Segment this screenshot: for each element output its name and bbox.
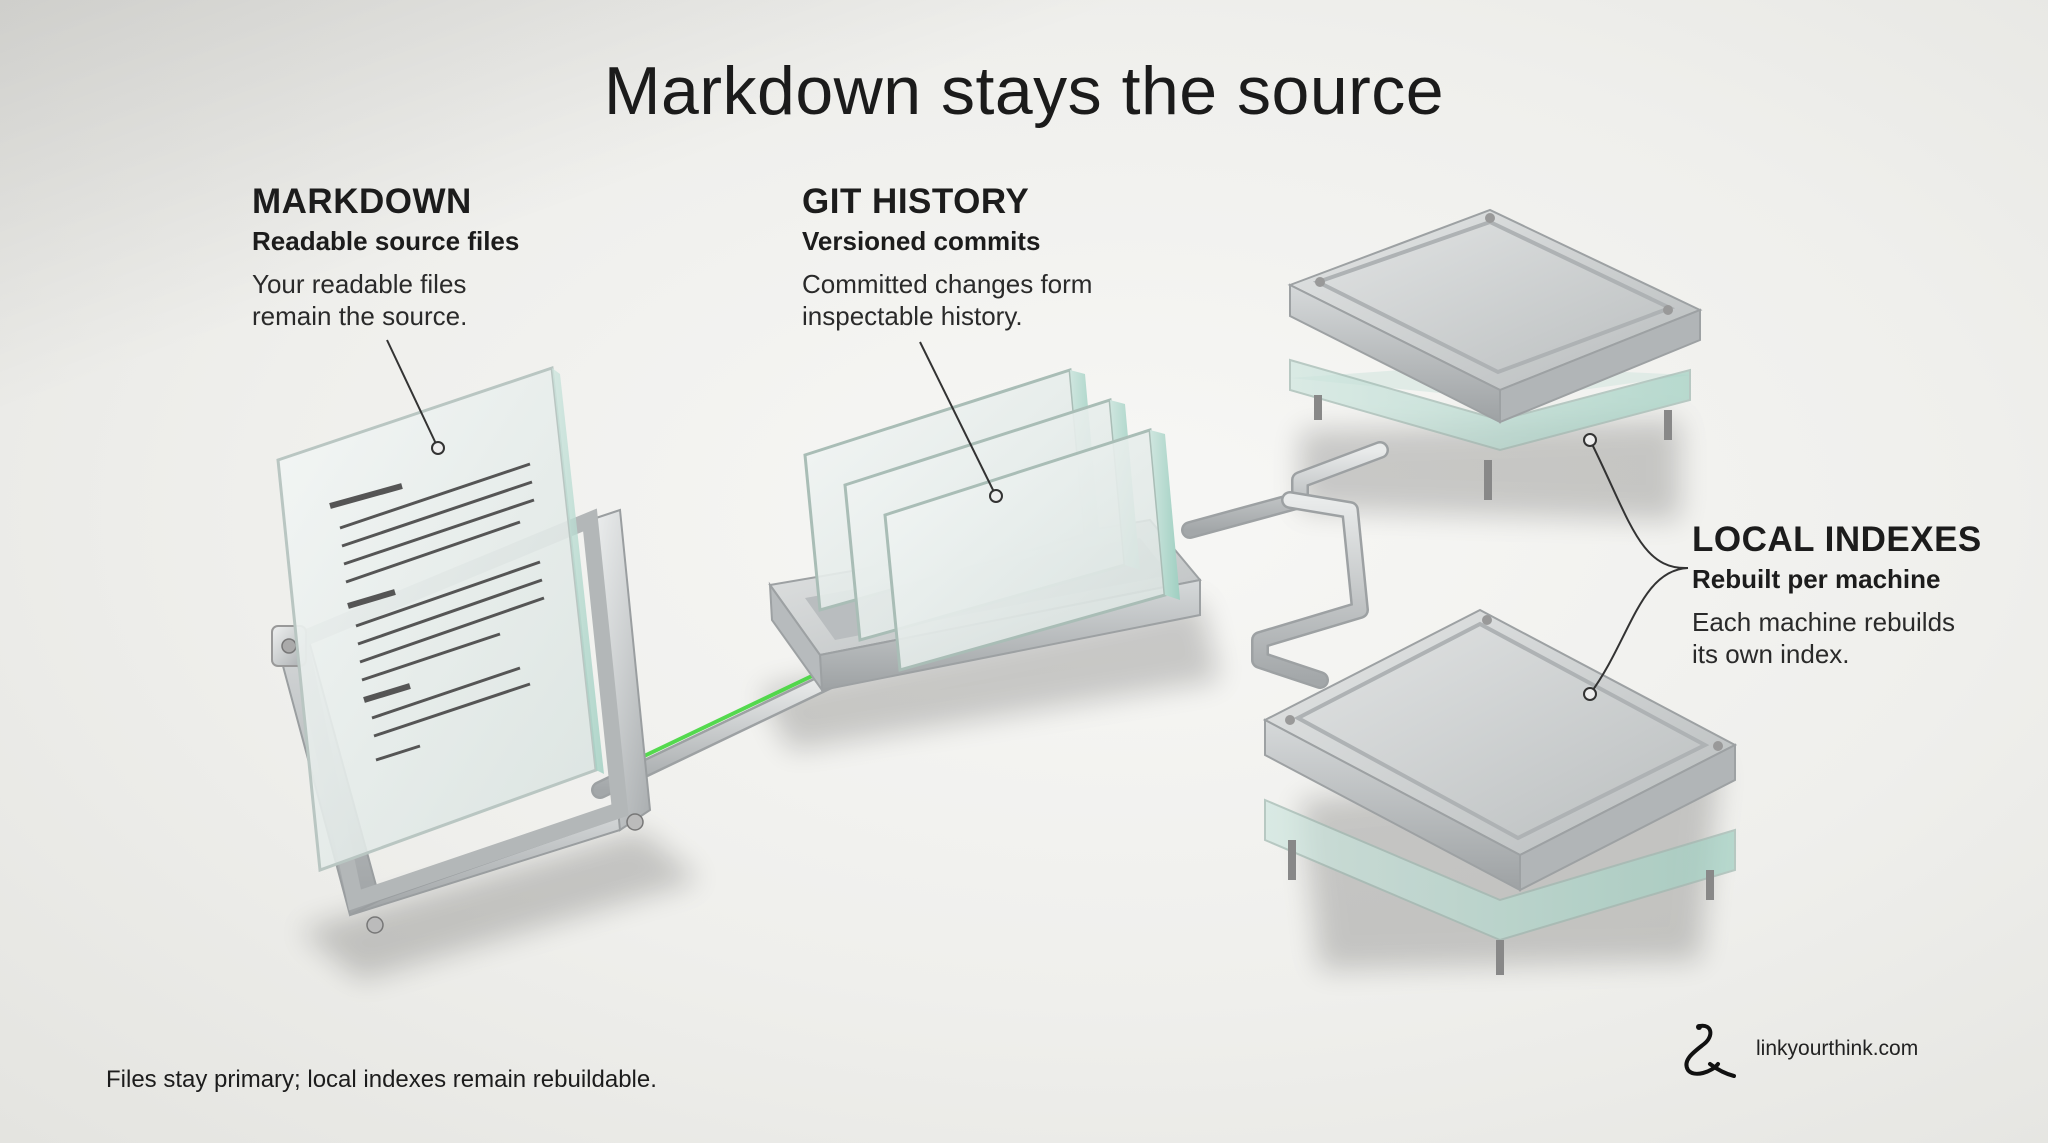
stage-subheading: Rebuilt per machine — [1692, 564, 1941, 594]
local-index-top — [1287, 208, 1703, 500]
stage-description: Committed changes form inspectable histo… — [802, 268, 1092, 332]
description-line: remain the source. — [252, 301, 468, 331]
brand-mark: linkyourthink.com — [1672, 1020, 1972, 1080]
stage-subheading: Versioned commits — [802, 226, 1041, 256]
brand-logo-icon — [1684, 1023, 1736, 1078]
stage-heading: LOCAL INDEXES — [1692, 520, 1982, 559]
markdown-stand — [271, 365, 652, 934]
accent-light-line — [638, 663, 837, 760]
description-line: its own index. — [1692, 639, 1850, 669]
description-line: Each machine rebuilds — [1692, 607, 1956, 637]
stage-description: Your readable files remain the source. — [252, 268, 519, 332]
page-title: Markdown stays the source — [603, 53, 1445, 129]
stage-heading: MARKDOWN — [252, 182, 472, 221]
stage-label-markdown: MARKDOWN Readable source files Your read… — [252, 182, 519, 332]
stage-heading: GIT HISTORY — [802, 182, 1030, 221]
local-index-bottom — [1262, 608, 1738, 975]
stage-label-git-history: GIT HISTORY Versioned commits Committed … — [802, 182, 1092, 332]
callout-leaders — [386, 339, 1689, 701]
brand-url: linkyourthink.com — [1756, 1037, 1919, 1060]
stage-subheading: Readable source files — [252, 226, 520, 256]
stage-label-local-indexes: LOCAL INDEXES Rebuilt per machine Each m… — [1692, 520, 1982, 670]
description-line: inspectable history. — [802, 301, 1023, 331]
stage-description: Each machine rebuilds its own index. — [1692, 606, 1982, 670]
description-line: Committed changes form — [802, 269, 1093, 299]
git-history-tray — [768, 367, 1202, 694]
document-lines — [329, 462, 545, 762]
footer-note: Files stay primary; local indexes remain… — [106, 1066, 657, 1093]
description-line: Your readable files — [252, 269, 467, 299]
